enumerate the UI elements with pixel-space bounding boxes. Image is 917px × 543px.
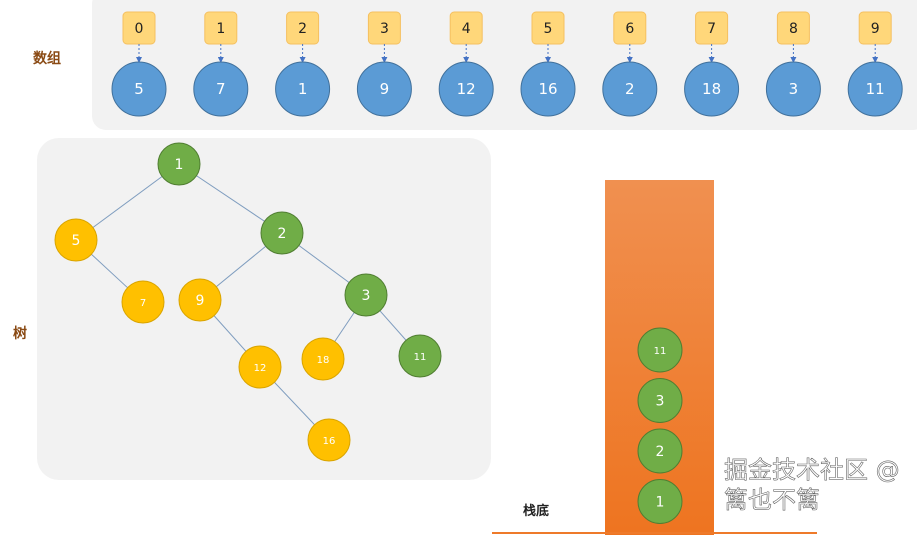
stack-bottom-label: 栈底 bbox=[523, 503, 549, 519]
array-value: 11 bbox=[866, 80, 885, 98]
tree-node-label: 18 bbox=[317, 355, 330, 366]
array-element: 4 12 bbox=[438, 11, 494, 117]
index-label: 3 bbox=[380, 21, 389, 37]
tree-node-label: 2 bbox=[278, 226, 287, 242]
index-label: 4 bbox=[462, 21, 471, 37]
tree-node-label: 5 bbox=[72, 233, 81, 249]
array-value: 5 bbox=[134, 80, 144, 98]
array-value: 16 bbox=[538, 80, 557, 98]
index-label: 0 bbox=[135, 21, 144, 37]
array-value: 1 bbox=[298, 80, 308, 98]
array-value: 18 bbox=[702, 80, 721, 98]
array-value: 3 bbox=[789, 80, 799, 98]
array-node bbox=[520, 61, 576, 117]
array-element: 21 bbox=[275, 11, 331, 117]
array-element: 5 16 bbox=[520, 11, 576, 117]
tree-node-label: 7 bbox=[140, 298, 146, 309]
array-node bbox=[356, 61, 412, 117]
tree-node-label: 3 bbox=[362, 288, 371, 304]
array-node bbox=[765, 61, 821, 117]
tree-panel bbox=[37, 138, 491, 480]
tree-node bbox=[301, 337, 345, 381]
tree-node-label: 9 bbox=[196, 293, 205, 309]
array-element: 9 11 bbox=[847, 11, 903, 117]
index-label: 2 bbox=[298, 21, 307, 37]
stack-item bbox=[637, 327, 683, 373]
stack-item bbox=[637, 479, 683, 524]
tree-node bbox=[307, 418, 351, 462]
stack-item-label: 2 bbox=[656, 444, 665, 460]
array-value: 12 bbox=[457, 80, 476, 98]
index-label: 8 bbox=[789, 21, 798, 37]
array-node bbox=[275, 61, 331, 117]
tree-node bbox=[398, 334, 442, 378]
tree-node bbox=[157, 142, 201, 186]
tree-node bbox=[344, 273, 388, 317]
watermark-text: 掘金技术社区 @篱也不篱 bbox=[724, 456, 900, 514]
array-label: 数组 bbox=[33, 50, 61, 67]
stack-item-label: 3 bbox=[656, 394, 665, 410]
tree-label: 树 bbox=[13, 325, 27, 342]
array-node bbox=[847, 61, 903, 117]
array-element: 05 bbox=[111, 11, 167, 117]
array-node bbox=[111, 61, 167, 117]
index-label: 1 bbox=[216, 21, 225, 37]
tree-node bbox=[260, 211, 304, 255]
tree-node-label: 1 bbox=[175, 157, 184, 173]
array-element: 83 bbox=[765, 11, 821, 117]
array-node bbox=[438, 61, 494, 117]
tree-node bbox=[54, 218, 98, 262]
array-element: 62 bbox=[602, 11, 658, 117]
array-node bbox=[193, 61, 249, 117]
array-element: 17 bbox=[193, 11, 249, 117]
array-node bbox=[602, 61, 658, 117]
stack-item bbox=[637, 428, 683, 474]
stack-item-label: 1 bbox=[656, 495, 665, 511]
array-value: 9 bbox=[380, 80, 390, 98]
index-label: 5 bbox=[544, 21, 553, 37]
stack-item-label: 11 bbox=[654, 346, 667, 357]
tree-node bbox=[121, 280, 165, 324]
tree-node-label: 12 bbox=[254, 363, 267, 374]
array-element: 7 18 bbox=[684, 11, 740, 117]
tree-node-label: 16 bbox=[323, 436, 336, 447]
index-label: 7 bbox=[707, 21, 716, 37]
index-label: 9 bbox=[871, 21, 880, 37]
watermark: 掘金技术社区 @篱也不篱 bbox=[724, 456, 900, 515]
index-label: 6 bbox=[625, 21, 634, 37]
tree-node bbox=[178, 278, 222, 322]
array-value: 7 bbox=[216, 80, 226, 98]
array-node bbox=[684, 61, 740, 117]
tree-node-label: 11 bbox=[414, 352, 427, 363]
array-value: 2 bbox=[625, 80, 635, 98]
tree-node bbox=[238, 345, 282, 389]
stack-item bbox=[637, 378, 683, 423]
array-element: 39 bbox=[356, 11, 412, 117]
